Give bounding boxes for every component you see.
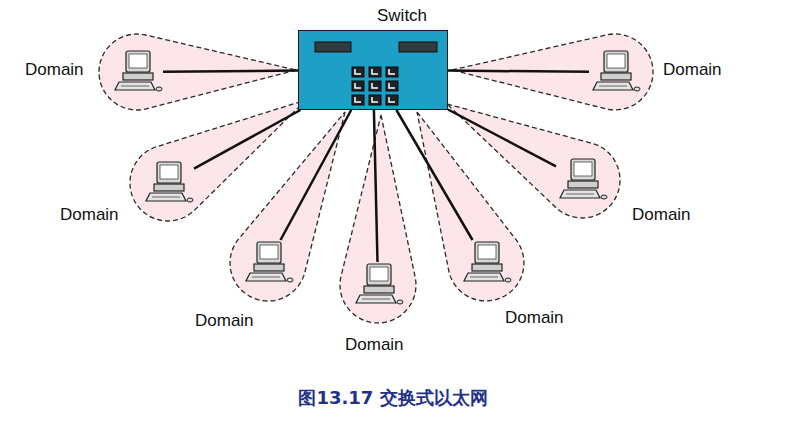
domain-label: Domain: [195, 311, 254, 331]
cable-line: [396, 110, 472, 240]
computer-icon: [111, 49, 163, 95]
domain-label: Domain: [345, 335, 404, 355]
computer-icon: [142, 160, 194, 206]
computer-node: Domain: [242, 240, 294, 286]
domain-lobe: [340, 115, 416, 323]
domain-label: Domain: [663, 60, 722, 80]
computer-icon: [460, 240, 512, 286]
cable-line: [374, 110, 378, 262]
computer-icon: [352, 262, 404, 308]
computer-node: Domain: [111, 49, 163, 95]
computer-node: Domain: [589, 49, 641, 95]
domain-label: Domain: [632, 205, 691, 225]
cable-line: [448, 110, 556, 167]
cable-line: [163, 71, 298, 72]
computer-icon: [242, 240, 294, 286]
figure-caption: 图13.17 交换式以太网: [0, 386, 786, 410]
switch-panel: [299, 31, 446, 108]
switch-box: Switch: [298, 30, 448, 110]
domain-label: Domain: [60, 205, 119, 225]
cable-line: [194, 110, 300, 169]
cable-line: [281, 110, 352, 240]
domain-label: Domain: [25, 60, 84, 80]
computer-node: Domain: [352, 262, 404, 308]
computer-node: Domain: [460, 240, 512, 286]
computer-icon: [589, 49, 641, 95]
cable-line: [448, 71, 589, 72]
domain-label: Domain: [505, 308, 564, 328]
computer-icon: [556, 157, 608, 203]
computer-node: Domain: [142, 160, 194, 206]
computer-node: Domain: [556, 157, 608, 203]
switch-label: Switch: [377, 6, 427, 26]
